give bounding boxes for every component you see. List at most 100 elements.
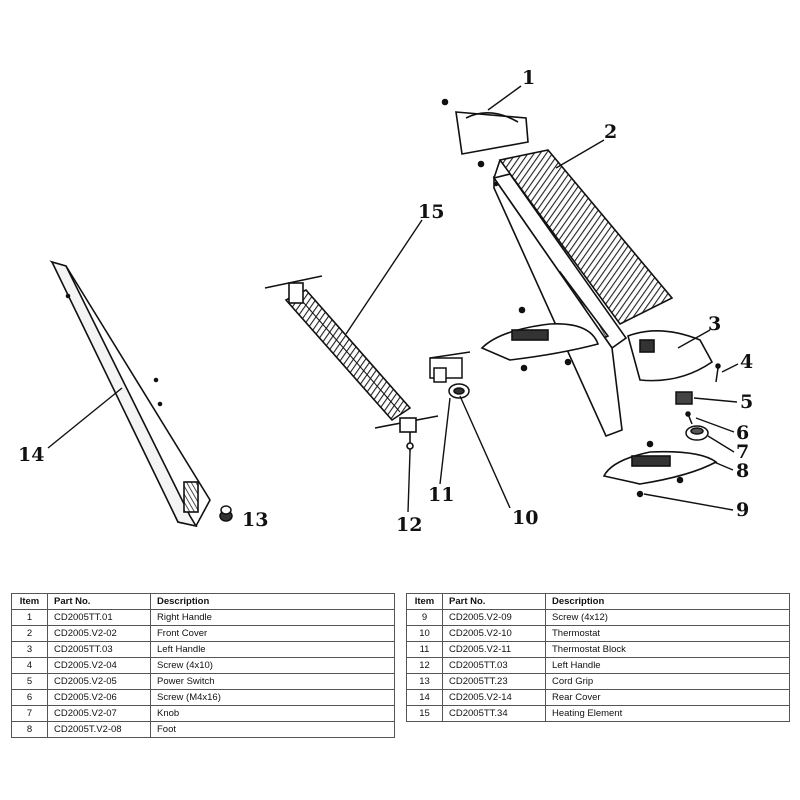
item-cell: 13 — [406, 673, 443, 690]
part-no-cell: CD2005TT.03 — [47, 641, 151, 658]
part-no-cell: CD2005TT.03 — [442, 657, 546, 674]
callout-12: 12 — [396, 514, 422, 536]
callout-4: 4 — [740, 351, 753, 373]
thermostat-part — [448, 383, 470, 399]
header-item: Item — [406, 593, 443, 610]
item-cell: 3 — [11, 641, 48, 658]
item-cell: 2 — [11, 625, 48, 642]
callout-2: 2 — [604, 121, 617, 143]
part-no-cell: CD2005.V2-11 — [442, 641, 546, 658]
item-cell: 11 — [406, 641, 443, 658]
header-description: Description — [545, 593, 790, 610]
description-cell: Foot — [150, 721, 395, 738]
item-cell: 4 — [11, 657, 48, 674]
part-no-cell: CD2005.V2-14 — [442, 689, 546, 706]
power-switch-part — [675, 391, 693, 405]
callout-14: 14 — [18, 444, 44, 466]
description-cell: Screw (M4x16) — [150, 689, 395, 706]
part-no-cell: CD2005.V2-06 — [47, 689, 151, 706]
callout-13: 13 — [242, 509, 268, 531]
heating-element-part — [264, 275, 439, 452]
item-cell: 8 — [11, 721, 48, 738]
callout-5: 5 — [740, 391, 753, 413]
part-no-cell: CD2005.V2-04 — [47, 657, 151, 674]
callout-6: 6 — [736, 422, 749, 444]
description-cell: Thermostat — [545, 625, 790, 642]
left-handle-3-part — [627, 330, 714, 382]
description-cell: Thermostat Block — [545, 641, 790, 658]
part-no-cell: CD2005.V2-02 — [47, 625, 151, 642]
rear-cover-part — [49, 260, 211, 528]
left-handle-part — [480, 306, 600, 372]
item-cell: 12 — [406, 657, 443, 674]
foot-part — [602, 440, 718, 485]
part-no-cell: CD2005T.V2-08 — [47, 721, 151, 738]
description-cell: Knob — [150, 705, 395, 722]
item-cell: 10 — [406, 625, 443, 642]
description-cell: Power Switch — [150, 673, 395, 690]
callout-1: 1 — [522, 67, 535, 89]
table-header-row: Item Part No. Description — [406, 593, 790, 610]
header-part-no: Part No. — [442, 593, 546, 610]
leader-lines — [47, 85, 739, 513]
item-cell: 6 — [11, 689, 48, 706]
part-no-cell: CD2005.V2-09 — [442, 609, 546, 626]
description-cell: Screw (4x10) — [150, 657, 395, 674]
description-cell: Rear Cover — [545, 689, 790, 706]
callout-11: 11 — [428, 484, 454, 506]
description-cell: Front Cover — [150, 625, 395, 642]
exploded-view-diagram: 1 2 3 4 5 6 7 8 9 10 11 12 13 14 15 — [18, 67, 753, 536]
cord-grip-part — [219, 505, 233, 522]
header-part-no: Part No. — [47, 593, 151, 610]
description-cell: Heating Element — [545, 705, 790, 722]
thermostat-block-part — [429, 351, 471, 383]
item-cell: 15 — [406, 705, 443, 722]
description-cell: Screw (4x12) — [545, 609, 790, 626]
part-no-cell: CD2005TT.34 — [442, 705, 546, 722]
callout-3: 3 — [708, 313, 721, 335]
callout-9: 9 — [736, 499, 749, 521]
description-cell: Cord Grip — [545, 673, 790, 690]
header-item: Item — [11, 593, 48, 610]
callout-10: 10 — [512, 507, 538, 529]
item-cell: 7 — [11, 705, 48, 722]
item-cell: 9 — [406, 609, 443, 626]
item-cell: 14 — [406, 689, 443, 706]
knob-part — [685, 425, 709, 441]
part-no-cell: CD2005TT.01 — [47, 609, 151, 626]
part-no-cell: CD2005.V2-10 — [442, 625, 546, 642]
part-no-cell: CD2005TT.23 — [442, 673, 546, 690]
callout-7: 7 — [736, 441, 749, 463]
callout-15: 15 — [418, 201, 444, 223]
description-cell: Left Handle — [545, 657, 790, 674]
part-no-cell: CD2005.V2-05 — [47, 673, 151, 690]
table-header-row: Item Part No. Description — [11, 593, 395, 610]
callout-8: 8 — [736, 460, 749, 482]
description-cell: Left Handle — [150, 641, 395, 658]
item-cell: 1 — [11, 609, 48, 626]
screw-6-part — [685, 411, 693, 425]
item-cell: 5 — [11, 673, 48, 690]
screw-4-part — [715, 363, 721, 383]
screw-9-part — [636, 490, 644, 498]
right-handle-part — [441, 98, 529, 168]
front-cover-part — [492, 149, 674, 438]
part-no-cell: CD2005.V2-07 — [47, 705, 151, 722]
